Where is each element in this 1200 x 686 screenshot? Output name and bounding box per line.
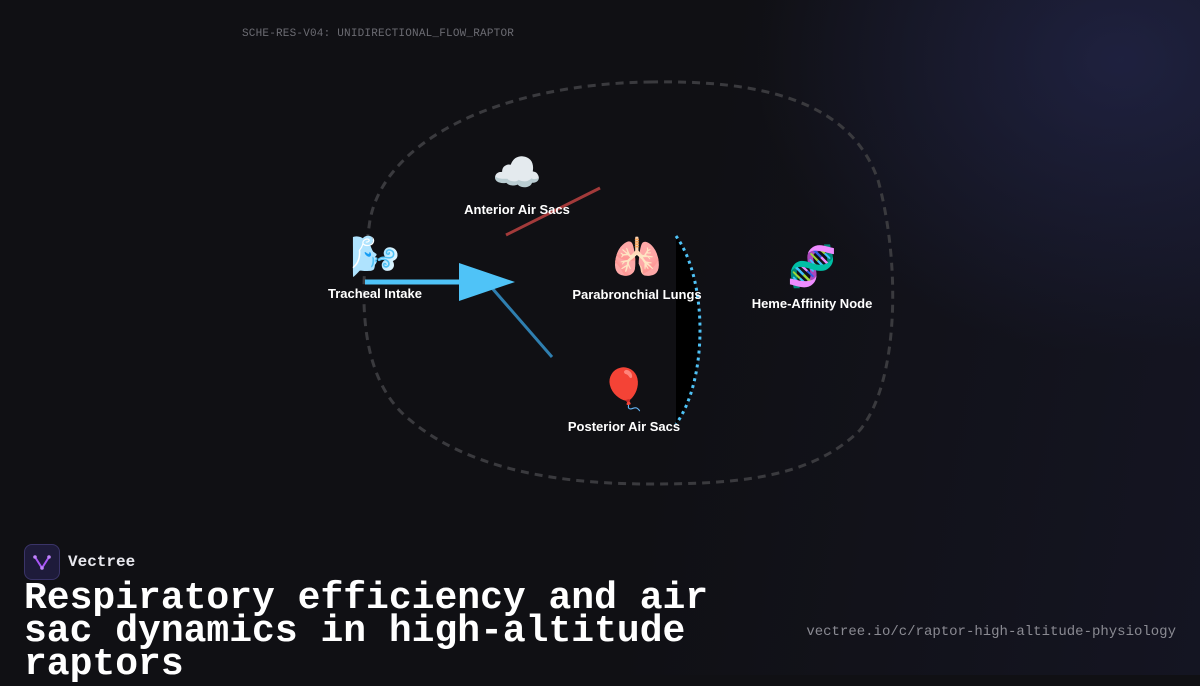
lungs-icon: 🫁 [612,236,662,280]
brand: Vectree [24,544,135,580]
wind-icon: 🌬️ [350,235,400,279]
tracheal-flow-arrowhead [459,263,515,301]
node-posterior-air-sacs: 🎈 Posterior Air Sacs [568,367,680,436]
schema-code-label: SCHE-RES-V04: UNIDIRECTIONAL_FLOW_RAPTOR [242,28,515,40]
node-heme-affinity: 🧬 Heme-Affinity Node [752,244,873,313]
balloon-icon: 🎈 [599,368,649,412]
anterior-air-sacs-label: Anterior Air Sacs [464,202,570,217]
page-title: Respiratory efficiency and air sac dynam… [24,577,709,686]
dna-icon: 🧬 [787,245,837,289]
source-url[interactable]: vectree.io/c/raptor-high-altitude-physio… [806,624,1176,640]
posterior-air-sacs-label: Posterior Air Sacs [567,419,681,434]
system-boundary [362,80,895,486]
node-anterior-air-sacs: ☁️ Anterior Air Sacs [464,150,570,219]
heme-affinity-label: Heme-Affinity Node [751,296,873,311]
cloud-icon: ☁️ [492,151,542,195]
posterior-return-line [490,287,554,358]
vectree-logo-icon [24,544,60,580]
parabronchial-lungs-label: Parabronchial Lungs [572,287,702,302]
node-tracheal-intake: 🌬️ Tracheal Intake [328,234,422,303]
tracheal-intake-label: Tracheal Intake [328,286,422,301]
membrane-boundary [674,235,702,425]
node-parabronchial-lungs: 🫁 Parabronchial Lungs [572,235,701,304]
brand-name: Vectree [68,553,136,571]
anterior-link-line [505,186,601,237]
